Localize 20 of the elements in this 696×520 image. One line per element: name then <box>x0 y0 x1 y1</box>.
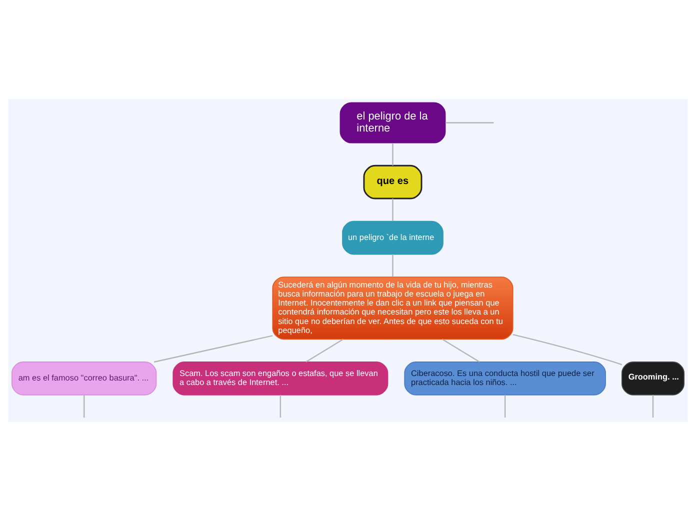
connector <box>512 333 622 365</box>
connector <box>392 142 394 166</box>
node-box: Ciberacoso. Es una conducta hostil que puede ser practicada hacia los niños. ... <box>404 361 606 395</box>
connector <box>84 394 85 418</box>
connector <box>442 338 480 362</box>
connector <box>154 334 273 362</box>
connector <box>504 394 506 418</box>
node-box: Scam. Los scam son engaños o estafas, que se llevan a cabo a través de Internet. ... <box>172 361 388 395</box>
node-box: que es <box>363 164 422 199</box>
node-box: am es el famoso "correo basura". ... <box>12 361 157 395</box>
connector <box>392 254 394 276</box>
connector <box>280 394 282 418</box>
node-box: el peligro de la interne <box>340 102 446 143</box>
node-box: un peligro `de la interne <box>342 220 444 254</box>
node-box: Sucederá en algún momento de la vida de tu hijo, mientras busca información para un trabajo de escuela o juega en Internet. Inocentemente le dan clic a un link que piensan que contendrá información que necesitan pero este los lleva a un sitio que no deberían de ver. Antes de que esto suceda con tu pequeño, <box>272 276 514 340</box>
connector <box>445 122 494 123</box>
connector <box>392 198 394 221</box>
node-box: Grooming. ... <box>621 361 684 395</box>
connector <box>306 338 344 362</box>
connector <box>652 394 654 418</box>
